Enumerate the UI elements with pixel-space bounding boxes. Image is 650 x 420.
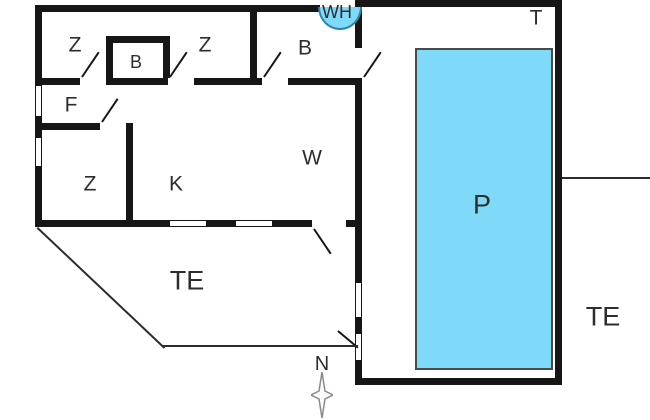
swimming-pool — [415, 48, 553, 370]
door-swing — [81, 51, 100, 78]
room-label-bath-2: B — [297, 36, 313, 60]
wall-segment — [35, 220, 170, 227]
room-label-kitchen: K — [168, 172, 184, 196]
terrace-edge — [163, 345, 358, 347]
wall-segment — [35, 5, 42, 86]
door-swing — [363, 51, 382, 78]
wall-segment — [126, 123, 133, 227]
window — [355, 283, 362, 317]
wall-segment — [163, 36, 170, 78]
door-swing — [263, 51, 282, 78]
terrace-edge-right — [562, 177, 650, 179]
wall-segment — [355, 0, 362, 48]
room-label-terrace-bottom: TE — [169, 265, 205, 296]
door-swing — [313, 228, 332, 255]
wall-segment — [42, 123, 100, 130]
room-label-water-heater: WH — [322, 2, 352, 22]
room-label-terrace-right: TE — [585, 301, 621, 332]
wall-segment — [206, 220, 236, 227]
room-label-terrace-top: T — [529, 6, 543, 30]
window — [35, 86, 42, 116]
wall-segment — [288, 78, 362, 85]
compass-arrow-icon — [311, 372, 333, 418]
wall-segment — [106, 36, 113, 78]
wall-segment — [355, 360, 362, 385]
wall-segment — [106, 36, 170, 43]
wall-segment — [555, 0, 562, 385]
window — [170, 220, 206, 227]
compass-north-label: N — [314, 353, 330, 375]
wall-segment — [355, 378, 562, 385]
wall-segment — [35, 166, 42, 227]
wall-segment — [346, 220, 362, 227]
wall-segment — [355, 317, 362, 334]
terrace-edge-diagonal — [36, 227, 166, 349]
wall-segment — [355, 78, 362, 283]
window — [35, 138, 42, 166]
wall-segment — [35, 116, 42, 138]
window — [236, 220, 272, 227]
wall-segment — [272, 220, 312, 227]
room-label-living: W — [302, 146, 322, 170]
door-swing — [101, 98, 119, 123]
wall-segment — [35, 78, 80, 85]
room-label-bedroom-3: Z — [83, 172, 97, 196]
room-label-bath-1: B — [129, 52, 143, 72]
wall-segment — [35, 5, 320, 12]
room-label-bedroom-1: Z — [68, 33, 82, 57]
room-label-hall: F — [64, 93, 78, 117]
wall-segment — [194, 78, 262, 85]
door-swing — [169, 51, 188, 78]
wall-segment — [250, 5, 257, 78]
room-label-pool: P — [472, 189, 492, 220]
wall-segment — [106, 78, 168, 85]
wall-segment — [355, 0, 562, 7]
room-label-bedroom-2: Z — [198, 33, 212, 57]
